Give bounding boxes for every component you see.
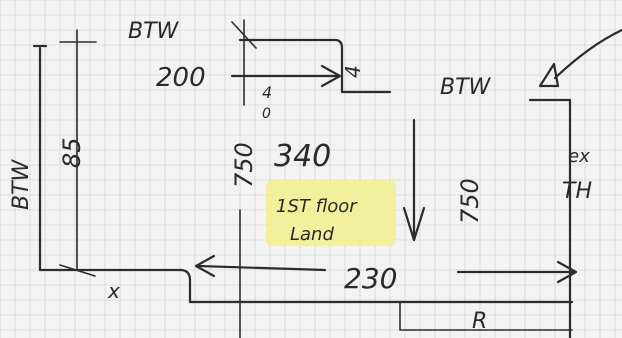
text-labels: BTW 200 4 BTW 4 0 340 750 85 BTW 1ST flo… <box>9 19 592 334</box>
label-btw-right: BTW <box>440 75 492 100</box>
label-btw-top: BTW <box>128 19 180 44</box>
center-tick <box>231 21 257 49</box>
label-small-frac-bottom: 0 <box>262 106 271 122</box>
label-small-frac-top: 4 <box>262 83 272 102</box>
down-arrowhead <box>402 206 426 242</box>
label-dim-4: 4 <box>341 65 365 78</box>
bottom-right-segment <box>399 301 573 331</box>
label-dim-340: 340 <box>274 139 331 174</box>
label-dim-85: 85 <box>58 137 86 168</box>
label-exth-line1: ex <box>568 146 590 167</box>
curved-arrowhead <box>538 62 560 88</box>
landing-highlight <box>266 180 396 246</box>
label-exth-line2: TH <box>562 179 592 204</box>
dim-arrowhead-200 <box>320 64 342 88</box>
label-dim-750-right: 750 <box>456 178 484 224</box>
label-dim-230: 230 <box>344 262 397 295</box>
right-wall <box>528 98 572 338</box>
label-btw-left: BTW <box>9 158 34 210</box>
wall-lines <box>32 19 622 338</box>
top-wall <box>238 38 392 94</box>
label-landing-line2: Land <box>290 224 334 245</box>
label-dim-750-left: 750 <box>230 142 258 188</box>
dim-arrowhead-230-left <box>194 254 216 278</box>
dim-arrowhead-230-right <box>556 260 578 284</box>
label-mark-x: x <box>107 279 120 303</box>
left-wall <box>38 46 574 304</box>
dim-arrow-230-left <box>196 264 327 272</box>
label-mark-r: R <box>472 309 487 334</box>
dim-tick-85-bottom <box>59 264 96 277</box>
label-landing-line1: 1ST floor <box>276 196 358 217</box>
curved-arrow <box>553 28 622 80</box>
label-dim-200: 200 <box>156 63 206 93</box>
arrows <box>194 64 578 284</box>
